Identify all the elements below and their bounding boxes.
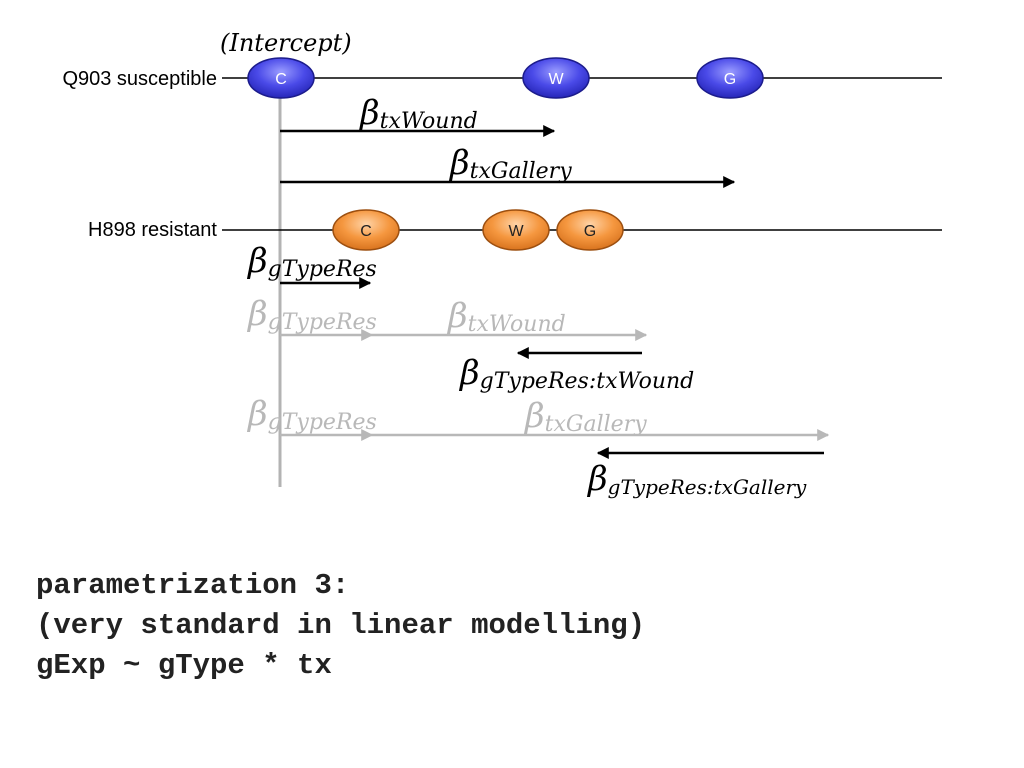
node-resistant-g: G <box>556 209 624 251</box>
node-susceptible-g: G <box>696 57 764 99</box>
label-tx-gallery-faded: βtxGallery <box>523 396 647 437</box>
node-label: G <box>724 71 736 88</box>
node-label: C <box>275 71 287 88</box>
row-label-susceptible: Q903 susceptible <box>62 68 217 90</box>
label-interaction-wound: βgTypeRes:txWound <box>458 353 694 394</box>
node-label: W <box>508 223 524 240</box>
caption-line-1: parametrization 3: <box>36 569 350 602</box>
node-label: C <box>360 223 372 240</box>
label-interaction-gallery: βgTypeRes:txGallery <box>586 459 807 499</box>
label-gtype-res-faded-1: βgTypeRes <box>246 294 377 335</box>
label-gtype-res-faded-2: βgTypeRes <box>246 394 377 435</box>
caption-line-2: (very standard in linear modelling) <box>36 609 646 642</box>
node-label: W <box>548 71 564 88</box>
label-tx-wound: βtxWound <box>358 93 478 134</box>
formula-caption: parametrization 3: (very standard in lin… <box>36 566 645 686</box>
node-susceptible-c: C <box>247 57 315 99</box>
label-gtype-res: βgTypeRes <box>246 241 377 282</box>
node-resistant-c: C <box>332 209 400 251</box>
node-label: G <box>584 223 596 240</box>
label-tx-gallery: βtxGallery <box>448 143 572 184</box>
row-label-resistant: H898 resistant <box>88 219 217 241</box>
caption-line-3: gExp ~ gType * tx <box>36 649 332 682</box>
intercept-label: (Intercept) <box>220 29 352 57</box>
node-resistant-w: W <box>482 209 550 251</box>
label-tx-wound-faded: βtxWound <box>446 296 566 337</box>
node-susceptible-w: W <box>522 57 590 99</box>
